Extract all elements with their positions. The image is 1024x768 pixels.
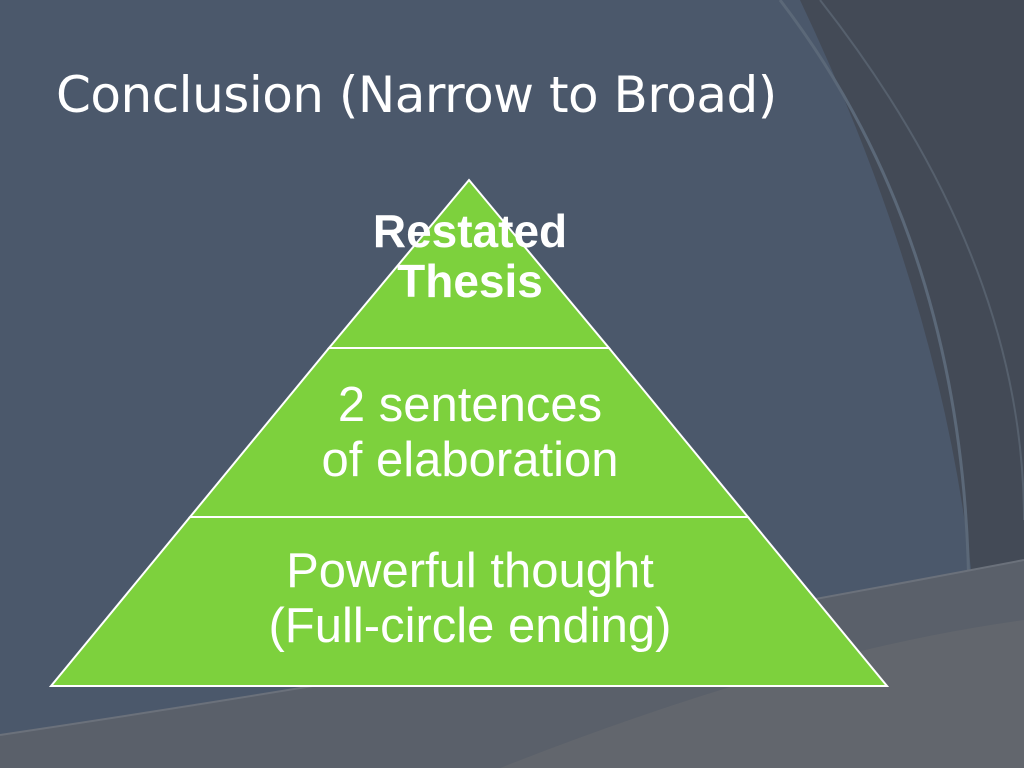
pyramid-bottom-line2: (Full-circle ending) — [268, 598, 672, 653]
pyramid-middle-line1: 2 sentences — [337, 378, 603, 432]
pyramid-bottom-label: Powerful thought (Full-circle ending) — [160, 544, 780, 654]
pyramid-middle-label: 2 sentences of elaboration — [250, 378, 690, 488]
page-title: Conclusion (Narrow to Broad) — [56, 66, 777, 124]
pyramid-top-label: Restated Thesis — [330, 205, 610, 307]
pyramid-bottom-line1: Powerful thought — [286, 544, 654, 598]
pyramid-tier-bottom — [48, 516, 890, 687]
pyramid-top-line2: Thesis — [397, 254, 543, 307]
pyramid-top-line1: Restated — [372, 205, 568, 257]
pyramid-middle-line2: of elaboration — [321, 432, 619, 487]
